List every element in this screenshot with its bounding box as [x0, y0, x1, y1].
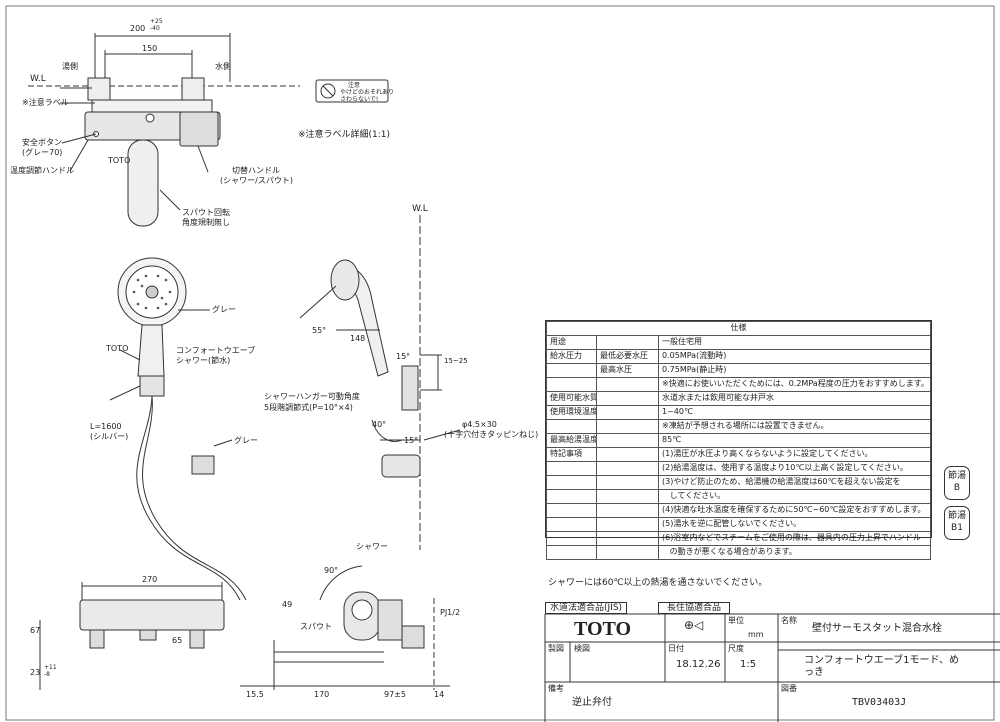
dim-200-tolerance: +25 -40 [150, 18, 163, 32]
scale-label: 尺度 [728, 644, 744, 653]
badge-b1-bottom: B1 [951, 523, 963, 533]
unit-value: mm [748, 630, 764, 639]
switch-handle-label: 切替ハンドル [232, 166, 280, 175]
caution-label-callout: ※注意ラベル [22, 98, 69, 107]
dim-150: 150 [142, 44, 158, 53]
remarks-label: 備考 [548, 684, 564, 693]
caution-sticker [315, 79, 389, 103]
hanger-gray-label: グレー [234, 436, 258, 445]
hose-length-label: L=1600 [90, 422, 122, 431]
dim-23-label: 23 [30, 668, 41, 677]
shower-gray-label: グレー [212, 305, 236, 314]
screw-type-label: (十字穴付きタッピンねじ) [444, 430, 539, 439]
caution-sticker-title: 注意 [348, 82, 361, 89]
angle-55-label: 55° [312, 326, 327, 335]
shower-part-label: シャワー(節水) [176, 356, 231, 365]
dim-49-label: 49 [282, 600, 293, 609]
shower-outlet-label: シャワー [356, 542, 388, 551]
cold-side-label: 水側 [215, 62, 231, 71]
name-label: 名称 [781, 616, 797, 625]
temp-handle-label: 温度調節ハンドル [10, 166, 74, 175]
top-view-faucet [28, 33, 300, 227]
dim-148-label: 148 [350, 334, 366, 343]
date-label: 日付 [668, 644, 684, 653]
shower-warning: シャワーには60℃以上の熱湯を通さないでください。 [548, 578, 768, 588]
check-label: 検図 [574, 644, 590, 653]
product-name: 壁付サーモスタット混合水栓 [812, 623, 942, 634]
spec-row: (2)給湯温度は、使用する温度より10℃以上高く設定してください。 [546, 461, 931, 476]
spec-row: してください。 [546, 489, 931, 504]
dim-15-25-label: 15~25 [444, 357, 468, 365]
screw-size-label: φ4.5×30 [462, 420, 497, 429]
date-value: 18.12.26 [676, 659, 721, 670]
dim-14-label: 14 [434, 690, 445, 699]
caution-detail-title: ※注意ラベル詳細(1:1) [298, 130, 391, 140]
spec-row: の動きが悪くなる場合があります。 [546, 545, 931, 560]
dim-270-label: 270 [142, 575, 158, 584]
pj-label: PJ1/2 [440, 608, 461, 617]
remarks-value: 逆止弁付 [572, 697, 612, 708]
spout-rotation-sub: 角度規制無し [182, 218, 230, 227]
title-brand: TOTO [574, 618, 632, 640]
safety-button-label: 安全ボタン [22, 138, 62, 147]
dim-97-label: 97±5 [384, 690, 406, 699]
toto-mark-label: TOTO [108, 156, 131, 165]
badge-b-top: 節湯 [947, 471, 966, 481]
angle-90-label: 90° [324, 566, 339, 575]
caution-sticker-text2: さわらないで! [340, 96, 379, 103]
side-view-faucet [299, 215, 461, 550]
angle-15-label: 15° [396, 352, 411, 361]
side-wl-label: W.L [412, 204, 428, 214]
badge-b-bottom: B [953, 483, 961, 493]
comfort-wave-label: コンフォートウエーブ [176, 346, 256, 355]
dim-67-label: 67 [30, 626, 41, 635]
switch-handle-sub: (シャワー/スパウト) [220, 176, 293, 185]
hose-color-label: (シルバー) [90, 432, 129, 441]
projection-symbol: ⊕◁ [684, 618, 704, 632]
hanger-angle-label: シャワーハンガー可動角度 [264, 392, 360, 401]
spout-rotation-label: スパウト回転 [182, 208, 230, 217]
angle-40-label: 40° [372, 420, 387, 429]
spout-label: スパウト [300, 622, 332, 631]
spec-row: (3)やけど防止のため、給湯機の給湯温度は60℃を超えない設定を [546, 475, 931, 490]
spec-row: ※凍結が予想される場所には設置できません。 [546, 419, 931, 434]
water-saving-badge-b: 節湯 B [944, 466, 970, 500]
front-side-view [240, 565, 450, 690]
spec-row: (5)湯水を逆に配管しないでください。 [546, 517, 931, 532]
drawn-label: 製図 [548, 644, 564, 653]
dim-15-5-label: 15.5 [246, 690, 264, 699]
drawing-no-label: 図番 [781, 684, 797, 693]
drawing-number: TBV03403J [852, 697, 907, 708]
dim-23-tolerance: +11 -8 [44, 664, 57, 678]
unit-label: 単位 [728, 616, 744, 625]
front-view-faucet [39, 582, 225, 690]
spec-row: (4)快適な吐水温度を確保するために50℃~60℃設定をおすすめします。 [546, 503, 931, 518]
dim-170-label: 170 [314, 690, 330, 699]
dim-65-label: 65 [172, 636, 183, 645]
water-level-label: W.L [30, 74, 46, 84]
model-description-2: っき [804, 667, 824, 678]
caution-sticker-text1: やけどのおそれあり [340, 89, 395, 96]
shower-head-view [109, 257, 247, 601]
dim-200: 200 [130, 24, 146, 33]
safety-button-color: (グレー70) [22, 148, 63, 157]
hanger-steps-label: 5段階調節式(P=10°×4) [264, 403, 353, 412]
angle-15b-label: 15° [404, 436, 419, 445]
hot-side-label: 湯側 [62, 62, 78, 71]
scale-value: 1:5 [740, 659, 757, 670]
badge-b1-top: 節湯 [947, 511, 966, 521]
model-description-1: コンフォートウエーブ1モード、め [804, 655, 960, 666]
spec-cell-c3: の動きが悪くなる場合があります。 [658, 545, 931, 560]
shower-toto-label: TOTO [106, 344, 129, 353]
water-saving-badge-b1: 節湯 B1 [944, 506, 970, 540]
